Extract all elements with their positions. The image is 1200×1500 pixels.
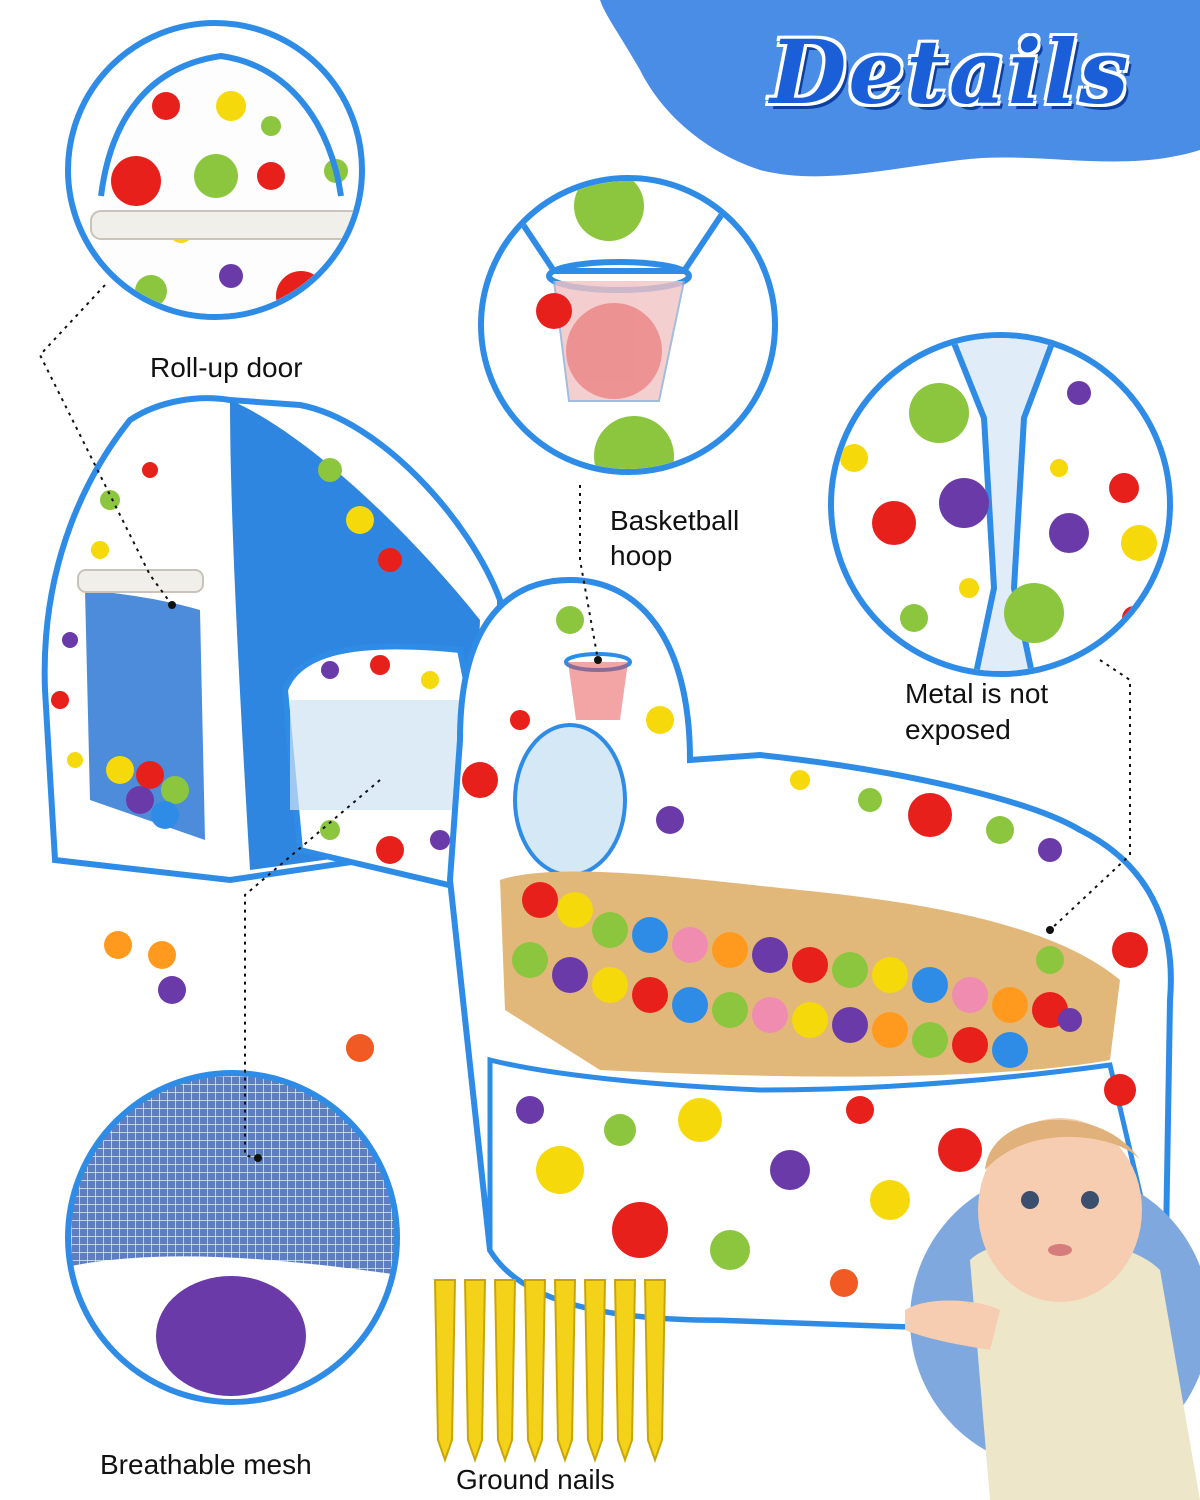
detail-basketball-hoop [478, 175, 778, 475]
label-basketball-hoop-line2: hoop [610, 540, 673, 571]
label-basketball-hoop-line1: Basketball [610, 505, 740, 536]
polka-dots [51, 458, 1148, 1296]
label-breathable-mesh-bottom: Breathable mesh [100, 1449, 312, 1480]
label-roll-up-door: Roll-up door [150, 352, 303, 383]
detail-metal-not-exposed [828, 332, 1173, 677]
label-metal-line1: Metal is not [905, 678, 1049, 709]
detail-breathable-mesh [65, 1070, 400, 1405]
title-background-blob [600, 0, 1200, 177]
page-title: Details [770, 20, 1131, 124]
plastic-balls [104, 756, 1068, 1297]
label-ground-nails: Ground nails [456, 1464, 615, 1495]
label-metal-line2: exposed [905, 714, 1011, 745]
detail-roll-up-door [65, 20, 365, 320]
